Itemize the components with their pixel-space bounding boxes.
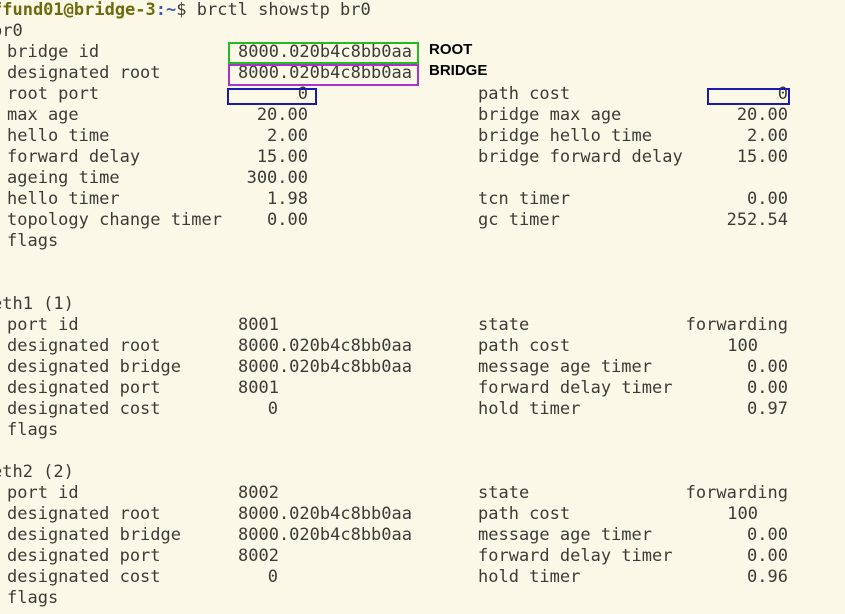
topology-change-timer-label: topology change timer (7, 210, 222, 230)
root-annotation-label: ROOT (429, 41, 473, 58)
bridge-forward-delay-label: bridge forward delay (478, 147, 683, 167)
port-header-eth1: eth1 (1) (0, 294, 74, 314)
topology-change-timer-value: 0.00 (267, 210, 308, 230)
eth1-hold-timer-label: hold timer (478, 399, 581, 419)
eth1-forward-delay-timer-value: 0.00 (747, 378, 788, 398)
prompt-symbol: $ (176, 0, 187, 20)
eth2-port-id-value: 8002 (238, 483, 279, 503)
eth2-message-age-timer-value: 0.00 (747, 525, 788, 545)
port-header-eth2: eth2 (2) (0, 462, 74, 482)
bridge-max-age-label: bridge max age (478, 105, 622, 125)
eth1-port-id-label: port id (7, 315, 79, 335)
path-cost-label: path cost (478, 84, 571, 104)
bridge-max-age-value: 20.00 (736, 105, 788, 125)
bridge-hello-time-value: 2.00 (747, 126, 788, 146)
designated-root-highlight-box (228, 64, 419, 86)
ageing-time-label: ageing time (7, 168, 120, 188)
hello-time-value: 2.00 (267, 126, 308, 146)
eth2-flags-label: flags (7, 588, 59, 608)
eth1-designated-bridge-value: 8000.020b4c8bb0aa (238, 357, 412, 377)
root-port-highlight-box (227, 88, 317, 105)
eth2-designated-port-value: 8002 (238, 546, 279, 566)
eth2-designated-root-label: designated root (7, 504, 161, 524)
prompt-user-host: ffund01@bridge-3 (0, 0, 156, 20)
eth1-path-cost-label: path cost (478, 336, 571, 356)
max-age-value: 20.00 (256, 105, 308, 125)
ageing-time-value: 300.00 (246, 168, 308, 188)
bridge-id-value: 8000.020b4c8bb0aa (238, 42, 412, 62)
gc-timer-label: gc timer (478, 210, 560, 230)
eth2-path-cost-value: 100 (727, 504, 758, 524)
bridge-id-label: bridge id (7, 42, 100, 62)
eth1-path-cost-value: 100 (727, 336, 758, 356)
forward-delay-label: forward delay (7, 147, 141, 167)
hello-time-label: hello time (7, 126, 110, 146)
forward-delay-value: 15.00 (256, 147, 308, 167)
eth1-state-label: state (478, 315, 530, 335)
eth1-designated-port-label: designated port (7, 378, 161, 398)
eth2-path-cost-label: path cost (478, 504, 571, 524)
gc-timer-value: 252.54 (726, 210, 788, 230)
eth1-state-value: forwarding (685, 315, 788, 335)
designated-root-label: designated root (7, 63, 161, 83)
eth2-state-label: state (478, 483, 530, 503)
bridge-hello-time-label: bridge hello time (478, 126, 652, 146)
hello-timer-value: 1.98 (267, 189, 308, 209)
eth1-forward-delay-timer-label: forward delay timer (478, 378, 673, 398)
root-port-label: root port (7, 84, 100, 104)
eth2-designated-root-value: 8000.020b4c8bb0aa (238, 504, 412, 524)
eth1-message-age-timer-value: 0.00 (747, 357, 788, 377)
eth2-state-value: forwarding (685, 483, 788, 503)
eth1-designated-cost-label: designated cost (7, 399, 161, 419)
eth1-designated-port-value: 8001 (238, 378, 279, 398)
bridge-flags-label: flags (7, 231, 59, 251)
eth1-designated-root-value: 8000.020b4c8bb0aa (238, 336, 412, 356)
eth2-forward-delay-timer-label: forward delay timer (478, 546, 673, 566)
command-prompt-line: ffund01@bridge-3:~$ brctl showstp br0 (0, 0, 371, 21)
command-text: brctl showstp br0 (196, 0, 371, 20)
eth1-message-age-timer-label: message age timer (478, 357, 652, 377)
tcn-timer-value: 0.00 (747, 189, 788, 209)
tcn-timer-label: tcn timer (478, 189, 571, 209)
eth1-designated-root-label: designated root (7, 336, 161, 356)
hello-timer-label: hello timer (7, 189, 120, 209)
bridge-annotation-label: BRIDGE (429, 62, 488, 79)
bridge-id-highlight-box (228, 42, 419, 64)
eth2-hold-timer-label: hold timer (478, 567, 581, 587)
eth2-hold-timer-value: 0.96 (747, 567, 788, 587)
path-cost-highlight-box (707, 88, 790, 105)
eth1-hold-timer-value: 0.97 (747, 399, 788, 419)
max-age-label: max age (7, 105, 79, 125)
eth2-designated-port-label: designated port (7, 546, 161, 566)
bridge-name: br0 (0, 21, 23, 41)
prompt-path: :~ (155, 0, 177, 20)
eth2-port-id-label: port id (7, 483, 79, 503)
designated-root-value: 8000.020b4c8bb0aa (238, 63, 412, 83)
bridge-forward-delay-value: 15.00 (736, 147, 788, 167)
eth2-forward-delay-timer-value: 0.00 (747, 546, 788, 566)
eth2-designated-cost-value: 0 (267, 567, 278, 587)
eth2-designated-bridge-label: designated bridge (7, 525, 181, 545)
eth2-message-age-timer-label: message age timer (478, 525, 652, 545)
eth2-designated-bridge-value: 8000.020b4c8bb0aa (238, 525, 412, 545)
path-cost-value: 0 (777, 84, 788, 104)
eth2-designated-cost-label: designated cost (7, 567, 161, 587)
eth1-port-id-value: 8001 (238, 315, 279, 335)
eth1-designated-cost-value: 0 (267, 399, 278, 419)
eth1-flags-label: flags (7, 420, 59, 440)
eth1-designated-bridge-label: designated bridge (7, 357, 181, 377)
root-port-value: 0 (297, 84, 308, 104)
